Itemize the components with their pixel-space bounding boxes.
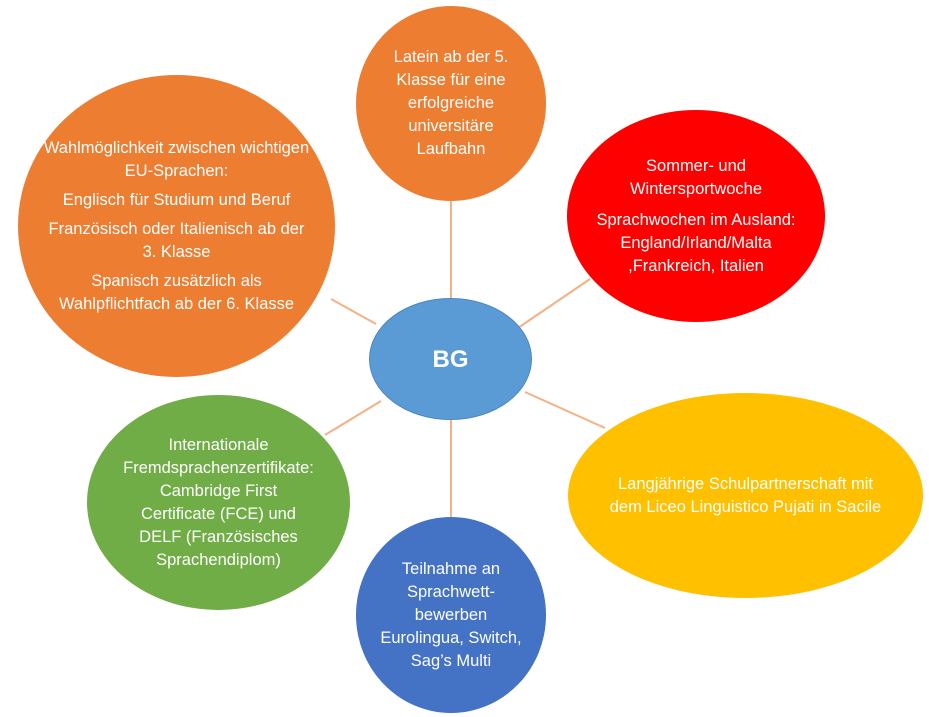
connector-sport xyxy=(514,278,591,331)
center-label: BG xyxy=(432,345,469,373)
node-wahl-franzoesisch-text: Französisch oder Italienisch ab der 3. K… xyxy=(48,219,305,261)
node-zertifikate-text: Internationale Fremdsprachenzertifikate:… xyxy=(123,435,314,569)
center-node: BG xyxy=(369,298,532,420)
connector-wahl xyxy=(330,298,377,325)
node-sprachwettbewerbe-text: Teilnahme an Sprachwett-bewerben Eurolin… xyxy=(380,559,522,670)
node-wahl-spanisch-text: Spanisch zusätzlich als Wahlpflichtfach … xyxy=(58,271,295,313)
node-wahl-intro-text: Wahlmöglichkeit zwischen wichtigen EU-Sp… xyxy=(43,138,310,180)
node-sportwoche: Sommer- und Wintersportwoche Sprachwoche… xyxy=(567,110,825,322)
node-schulpartnerschaft-text: Langjährige Schulpartnerschaft mit dem L… xyxy=(609,474,882,516)
node-schulpartnerschaft: Langjährige Schulpartnerschaft mit dem L… xyxy=(568,393,923,598)
connector-zert xyxy=(324,400,382,436)
node-sportwoche-text: Sommer- und Wintersportwoche xyxy=(629,156,763,198)
node-sprachwochen-text: Sprachwochen im Ausland: England/Irland/… xyxy=(596,210,796,275)
connector-partner xyxy=(524,391,606,429)
node-wahlmoeglichkeit: Wahlmöglichkeit zwischen wichtigen EU-Sp… xyxy=(18,75,335,377)
node-latein-text: Latein ab der 5. Klasse für eine erfolgr… xyxy=(393,48,509,158)
node-wahl-englisch-text: Englisch für Studium und Beruf xyxy=(62,190,291,209)
node-latein: Latein ab der 5. Klasse für eine erfolgr… xyxy=(356,6,546,201)
node-sprachwettbewerbe: Teilnahme an Sprachwett-bewerben Eurolin… xyxy=(356,517,546,713)
node-zertifikate: Internationale Fremdsprachenzertifikate:… xyxy=(87,395,350,610)
